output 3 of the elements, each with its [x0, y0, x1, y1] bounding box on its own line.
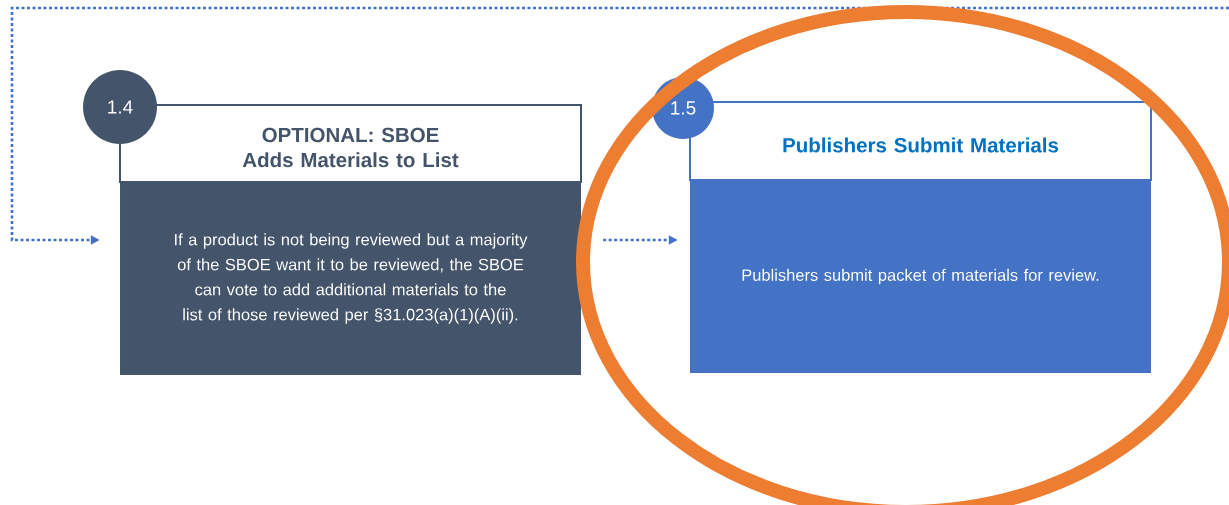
- node-label: Publishers Submit Materials: [783, 137, 1059, 153]
- node-label: OPTIONAL: SBOE Adds Materials to List: [242, 127, 459, 168]
- arrow: [10, 6, 1229, 245]
